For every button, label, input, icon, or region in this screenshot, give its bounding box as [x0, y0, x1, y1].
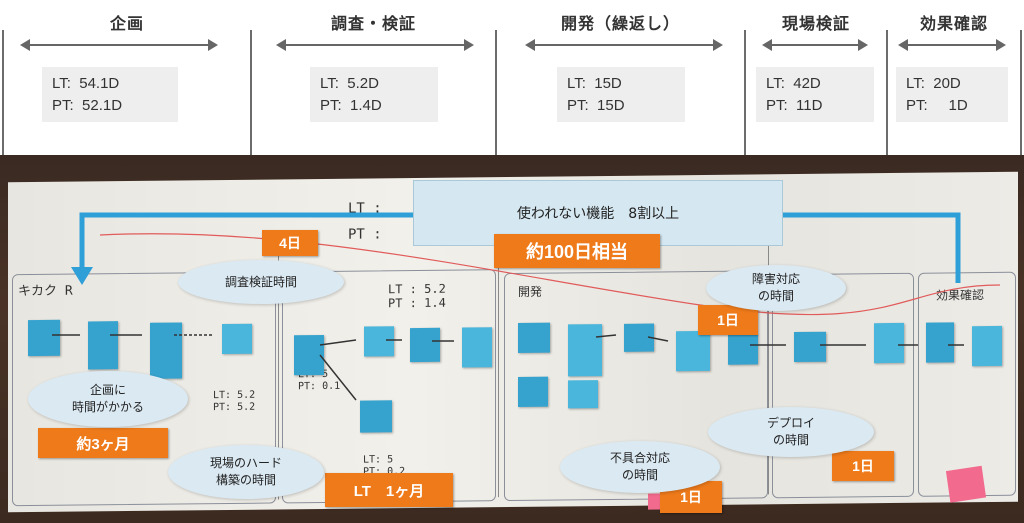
bubble-text: 企画に 時間がかかる — [71, 383, 144, 414]
pt-value: PT: 15D — [567, 97, 625, 114]
pt-value: PT: 52.1D — [52, 97, 123, 114]
span-arrow — [762, 39, 868, 51]
badge-1-day-shogai: 1日 — [698, 305, 758, 335]
badge-3-months: 約3ヶ月 — [38, 428, 168, 458]
pt-value: PT: 1.4D — [320, 97, 382, 114]
lt-value: LT: 42D — [766, 75, 821, 92]
bubble-fuguai: 不具合対応 の時間 — [560, 441, 720, 493]
bubble-shogai: 障害対応 の時間 — [706, 265, 846, 311]
span-arrow — [276, 39, 474, 51]
phase-title: 調査・検証 — [330, 14, 416, 33]
badge-100-days: 約100日相当 — [494, 234, 660, 268]
bubble-chousa: 調査検証時間 — [178, 260, 344, 304]
bubble-kikaku: 企画に 時間がかかる — [28, 371, 188, 427]
metric-box: LT: 42D PT: 11D — [756, 67, 874, 122]
phase-title: 企画 — [109, 14, 144, 33]
phase-kaihatsu: 開発（繰返し） LT: 15D PT: 15D — [497, 0, 744, 155]
divider — [1020, 30, 1022, 155]
divider — [250, 30, 252, 155]
lt-value: LT: 54.1D — [52, 75, 120, 92]
phase-kouka: 効果確認 LT: 20D PT: 1D — [888, 0, 1020, 155]
lt-value: LT: 20D — [906, 75, 961, 92]
phase-title: 開発（繰返し） — [560, 14, 680, 33]
divider — [495, 30, 497, 155]
metric-box: LT: 15D PT: 15D — [557, 67, 685, 122]
phase-title: 効果確認 — [919, 14, 988, 33]
span-arrow — [898, 39, 1006, 51]
bubble-genba: 現場のハード 構築の時間 — [168, 445, 324, 499]
divider — [744, 30, 746, 155]
badge-1-day-deploy: 1日 — [832, 451, 894, 481]
phase-header: 企画 LT: 54.1D PT: 52.1D 調査・検証 LT: 5.2D PT… — [0, 0, 1024, 155]
bubble-text: デプロイ の時間 — [766, 416, 815, 447]
phase-title: 現場検証 — [781, 14, 850, 33]
phase-kikaku: 企画 LT: 54.1D PT: 52.1D — [4, 0, 250, 155]
divider — [886, 30, 888, 155]
span-arrow — [525, 39, 723, 51]
pt-value: PT: 11D — [766, 97, 823, 114]
divider — [2, 30, 4, 155]
lt-value: LT: 5.2D — [320, 75, 379, 92]
bubble-text: 不具合対応 の時間 — [609, 451, 670, 482]
bubble-deploy: デプロイ の時間 — [708, 407, 874, 457]
badge-lt-1-month: LT 1ヶ月 — [325, 473, 453, 507]
metric-box: LT: 5.2D PT: 1.4D — [310, 67, 438, 122]
span-arrow — [20, 39, 218, 51]
badge-4-days: 4日 — [262, 230, 318, 256]
metric-box: LT: 20D PT: 1D — [896, 67, 1008, 122]
bubble-text: 調査検証時間 — [224, 274, 297, 289]
bubble-text: 障害対応 の時間 — [751, 272, 800, 303]
pt-value: PT: 1D — [906, 97, 968, 114]
lt-value: LT: 15D — [567, 75, 622, 92]
phase-genba: 現場検証 LT: 42D PT: 11D — [746, 0, 886, 155]
bubble-text: 現場のハード 構築の時間 — [209, 456, 282, 487]
metric-box: LT: 54.1D PT: 52.1D — [42, 67, 178, 122]
value-stream-photo: キカク R LT : PT : LT : 5.2 PT : 1.4 開発 効果確… — [0, 155, 1024, 523]
phase-chousa: 調査・検証 LT: 5.2D PT: 1.4D — [252, 0, 495, 155]
